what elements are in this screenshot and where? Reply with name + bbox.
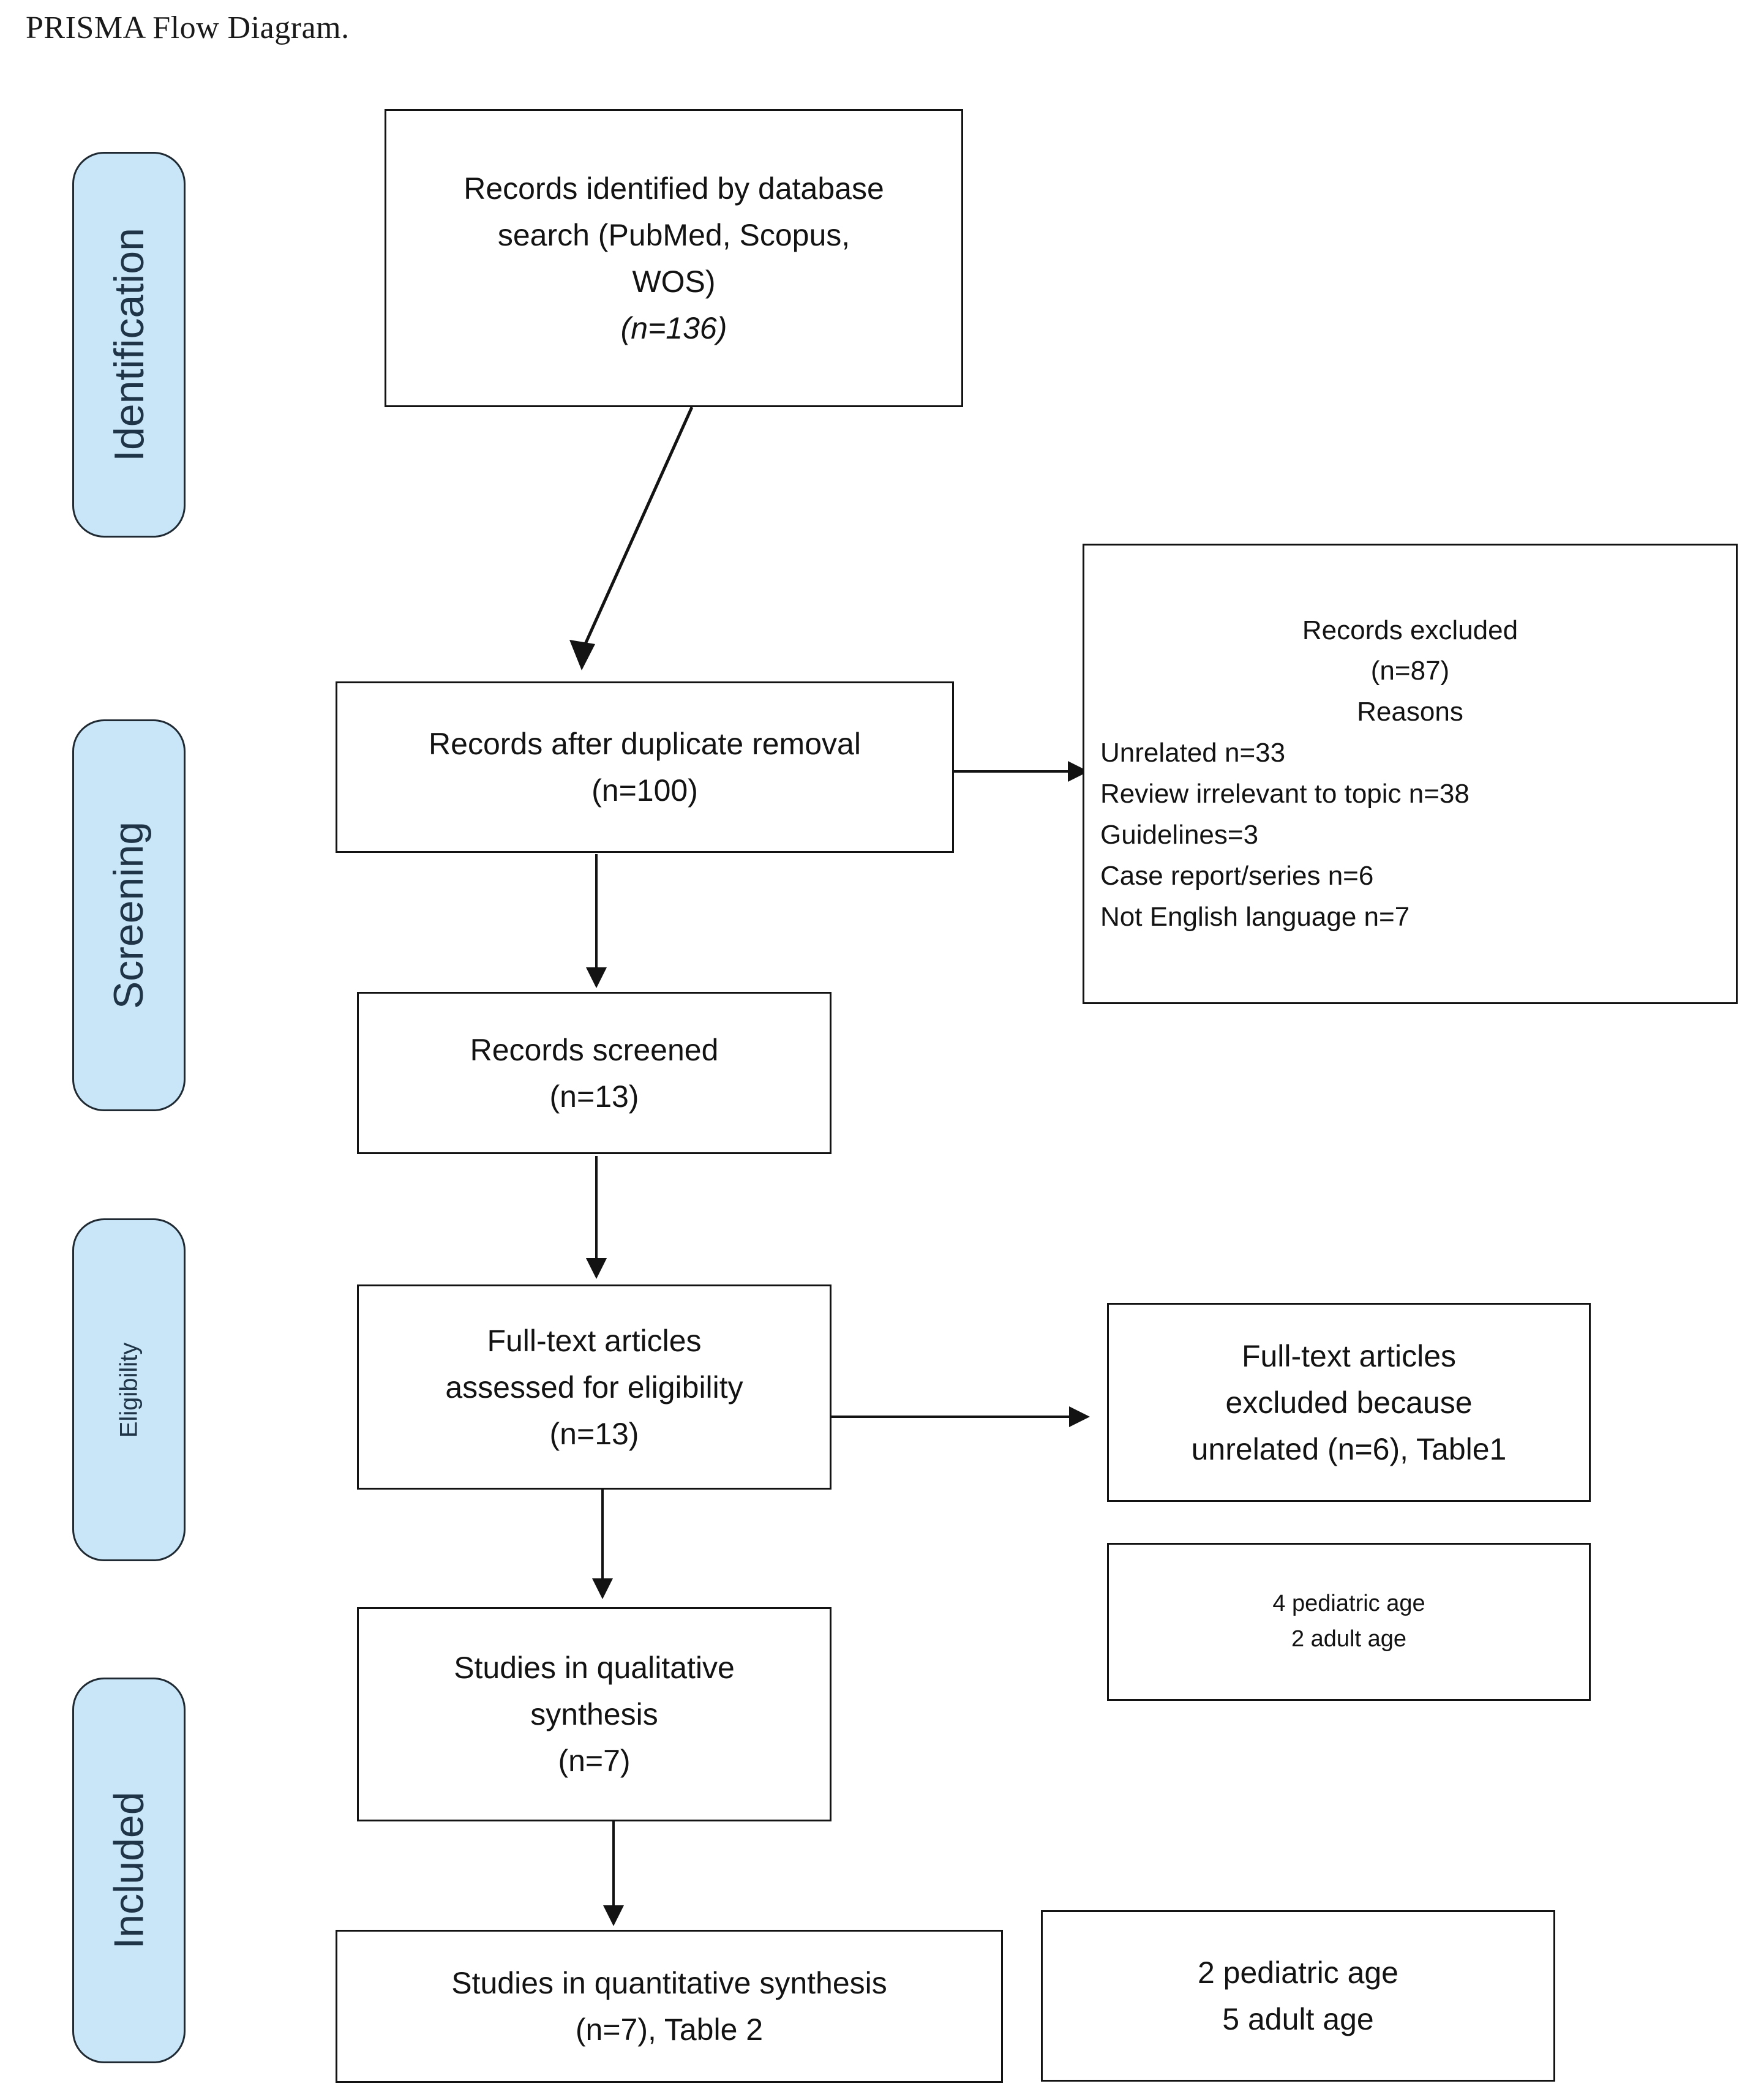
records-identified-count: (n=136) (620, 310, 727, 345)
records-after-duplicates-line1: Records after duplicate removal (429, 727, 861, 761)
fulltext-excluded-line2: excluded because (1225, 1385, 1473, 1420)
fulltext-excluded-line3: unrelated (n=6), Table1 (1191, 1431, 1507, 1466)
records-after-duplicates-count: (n=100) (591, 773, 698, 808)
fulltext-excluded-line1: Full-text articles (1241, 1338, 1457, 1373)
stage-pill-eligibility: Eligibility (72, 1218, 186, 1561)
quantitative-line1: Studies in quantitative synthesis (451, 1966, 887, 2000)
connector-qualitative-to-quantitative-arrow (603, 1905, 624, 1926)
connector-qualitative-to-quantitative-line (612, 1821, 615, 1907)
box-records-screened: Records screened (n=13) (357, 992, 831, 1154)
connector-identified-to-dedup (569, 406, 694, 670)
stage-label-identification: Identification (105, 228, 152, 462)
connector-screened-to-fulltext-line (595, 1156, 598, 1260)
records-excluded-reasons-header: Reasons (1357, 697, 1463, 727)
excluded-breakdown-line1: 4 pediatric age (1272, 1591, 1425, 1617)
records-excluded-reason: Review irrelevant to topic n=38 (1100, 779, 1470, 809)
stage-label-eligibility: Eligibility (114, 1342, 142, 1438)
box-records-after-duplicates: Records after duplicate removal (n=100) (336, 681, 954, 853)
box-fulltext-excluded: Full-text articles excluded because unre… (1107, 1303, 1591, 1502)
fulltext-assessed-count: (n=13) (549, 1416, 639, 1451)
quantitative-line2: (n=7), Table 2 (575, 2012, 764, 2047)
stage-pill-screening: Screening (72, 719, 186, 1111)
fulltext-assessed-line2: assessed for eligibility (445, 1370, 743, 1404)
records-identified-line2: search (PubMed, Scopus, (497, 217, 850, 252)
box-fulltext-assessed: Full-text articles assessed for eligibil… (357, 1284, 831, 1490)
connector-fulltext-to-qualitative-line (601, 1490, 604, 1580)
stage-label-screening: Screening (105, 821, 152, 1010)
box-excluded-age-breakdown: 4 pediatric age 2 adult age (1107, 1543, 1591, 1701)
stage-pill-identification: Identification (72, 152, 186, 538)
records-excluded-reason: Guidelines=3 (1100, 819, 1259, 850)
box-records-excluded: Records excluded (n=87) Reasons Unrelate… (1083, 544, 1738, 1004)
box-qualitative-synthesis: Studies in qualitative synthesis (n=7) (357, 1607, 831, 1821)
connector-screened-to-fulltext-arrow (586, 1258, 607, 1279)
page-title: PRISMA Flow Diagram. (26, 10, 350, 45)
records-excluded-count: (n=87) (1370, 656, 1450, 686)
box-included-age-breakdown: 2 pediatric age 5 adult age (1041, 1910, 1555, 2082)
box-quantitative-synthesis: Studies in quantitative synthesis (n=7),… (336, 1930, 1003, 2083)
records-screened-count: (n=13) (549, 1079, 639, 1114)
records-excluded-reason: Not English language n=7 (1100, 901, 1410, 932)
connector-fulltext-to-excluded-line (831, 1416, 1086, 1418)
connector-dedup-to-screened-arrow (586, 967, 607, 988)
excluded-breakdown-line2: 2 adult age (1291, 1626, 1407, 1652)
included-breakdown-line1: 2 pediatric age (1197, 1956, 1398, 1990)
connector-fulltext-to-qualitative-arrow (592, 1578, 613, 1599)
included-breakdown-line2: 5 adult age (1222, 2002, 1374, 2036)
records-excluded-reason: Unrelated n=33 (1100, 738, 1286, 768)
connector-fulltext-to-excluded-arrow (1069, 1406, 1090, 1427)
records-identified-line3: WOS) (632, 264, 716, 299)
connector-dedup-to-excluded-line (954, 770, 1084, 773)
fulltext-assessed-line1: Full-text articles (487, 1323, 702, 1358)
records-excluded-reason: Case report/series n=6 (1100, 860, 1374, 891)
records-excluded-title: Records excluded (1302, 615, 1518, 645)
qualitative-count: (n=7) (558, 1744, 631, 1778)
qualitative-line2: synthesis (530, 1697, 658, 1731)
stage-label-included: Included (105, 1791, 152, 1949)
records-identified-line1: Records identified by database (464, 171, 884, 206)
qualitative-line1: Studies in qualitative (454, 1651, 735, 1685)
box-records-identified: Records identified by database search (P… (385, 109, 963, 407)
records-screened-line1: Records screened (470, 1032, 719, 1067)
connector-dedup-to-screened-line (595, 854, 598, 969)
stage-pill-included: Included (72, 1678, 186, 2063)
